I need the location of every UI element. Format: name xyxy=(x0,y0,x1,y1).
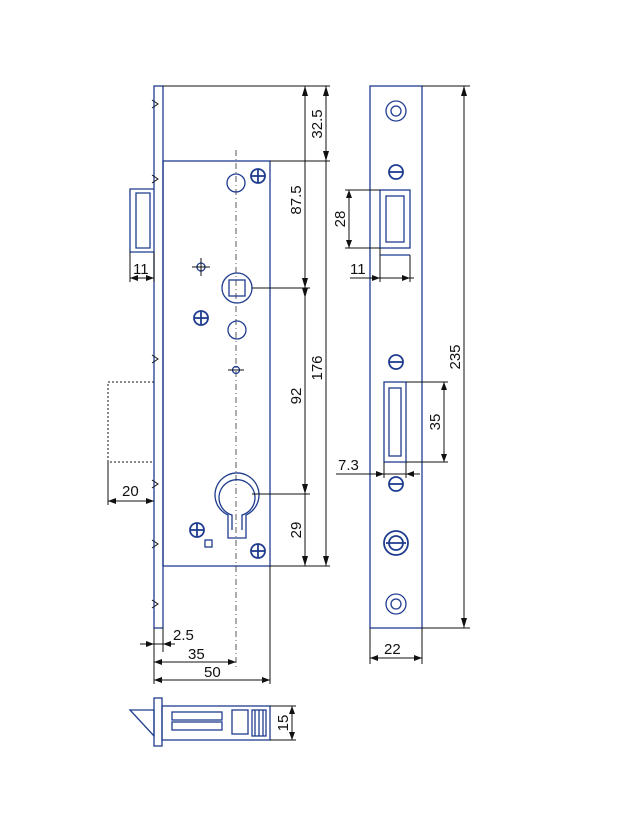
dim-235: 235 xyxy=(447,344,464,369)
small-hole-2 xyxy=(228,365,244,375)
latch-opening xyxy=(379,189,411,256)
dim-28: 28 xyxy=(332,211,349,228)
dim-15: 15 xyxy=(275,715,292,732)
screw-top xyxy=(250,168,266,184)
cylinder-cutout xyxy=(214,472,260,539)
dead-bolt xyxy=(107,381,154,463)
mid-hole xyxy=(227,320,247,340)
dim-35-bottom: 35 xyxy=(188,646,205,663)
screw-bottom xyxy=(250,543,266,559)
dim-7-3: 7.3 xyxy=(338,457,359,474)
strike-plate xyxy=(369,85,423,629)
dimensions-right-view xyxy=(336,85,470,664)
dim-11-left: 11 xyxy=(133,261,149,278)
small-hole-1 xyxy=(192,258,210,276)
dim-87-5: 87.5 xyxy=(288,185,305,214)
latch-bolt xyxy=(129,188,154,253)
dim-92: 92 xyxy=(288,388,305,405)
lock-section-view xyxy=(128,697,296,747)
dim-11-right: 11 xyxy=(350,261,366,278)
dim-22: 22 xyxy=(384,641,401,658)
dim-32-5: 32.5 xyxy=(309,109,326,138)
dim-2-5: 2.5 xyxy=(173,627,194,644)
screw-lower xyxy=(189,522,205,538)
dimensions-left-view xyxy=(107,85,330,684)
lock-body-front-view xyxy=(107,85,271,668)
dim-176: 176 xyxy=(309,355,326,380)
dim-50: 50 xyxy=(204,664,221,681)
dim-20: 20 xyxy=(122,483,139,500)
screw-mid xyxy=(193,310,209,326)
dim-29: 29 xyxy=(288,522,305,539)
spindle-follower xyxy=(221,272,253,304)
dim-35-right: 35 xyxy=(427,414,444,431)
top-hole xyxy=(226,173,246,193)
deadbolt-opening xyxy=(383,381,407,463)
lock-case xyxy=(162,160,271,567)
